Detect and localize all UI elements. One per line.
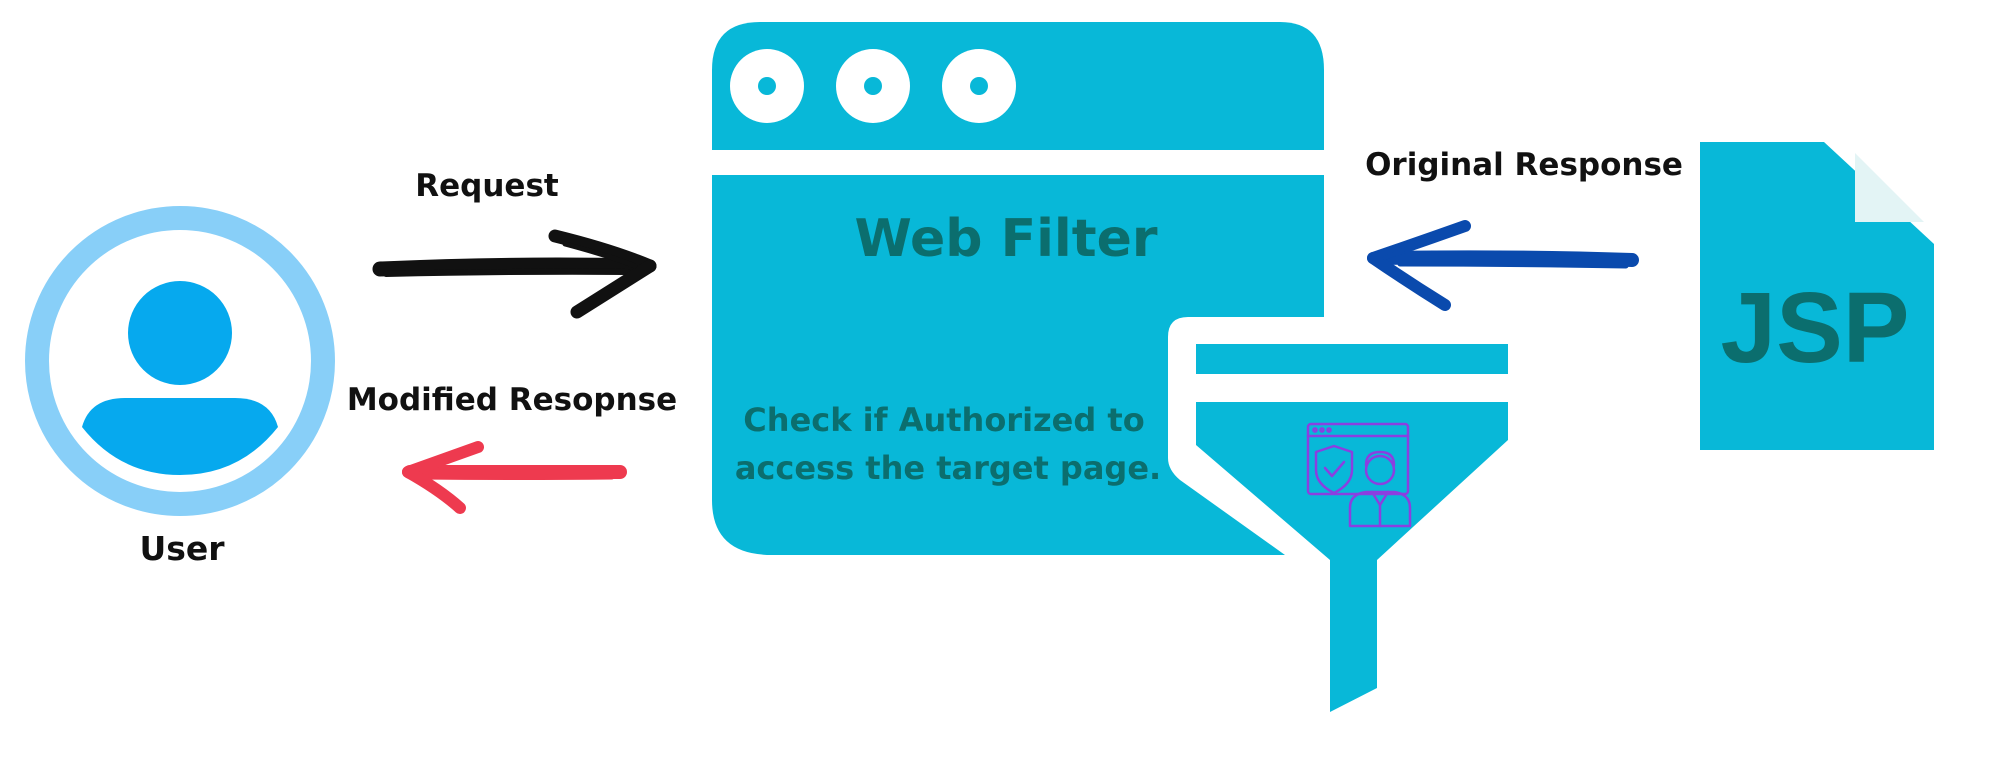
modified-response-label: Modified Resopnse bbox=[347, 382, 677, 418]
browser-window-icon bbox=[712, 22, 1324, 555]
funnel-body bbox=[1196, 402, 1508, 712]
funnel-rim bbox=[1196, 344, 1508, 374]
user-avatar-ring bbox=[25, 206, 335, 516]
user-avatar-head bbox=[128, 281, 232, 385]
browser-body bbox=[712, 175, 1324, 555]
authorization-check-line-1: Check if Authorized to bbox=[743, 401, 1144, 439]
user-avatar-body bbox=[82, 398, 278, 475]
window-control-dot-1 bbox=[730, 49, 804, 123]
request-label: Request bbox=[415, 168, 559, 204]
funnel-icon bbox=[1196, 344, 1508, 712]
authorized-person-shield-icon bbox=[1306, 422, 1412, 528]
request-arrow bbox=[372, 229, 657, 319]
jsp-file-icon bbox=[1700, 142, 1934, 450]
file-fold bbox=[1855, 153, 1924, 222]
window-control-dot-2 bbox=[836, 49, 910, 123]
original-response-arrow bbox=[1367, 220, 1639, 311]
jsp-label: JSP bbox=[1720, 272, 1909, 384]
window-control-dot-3 bbox=[942, 49, 1016, 123]
user-icon bbox=[25, 206, 335, 516]
authorization-check-line-2: access the target page. bbox=[735, 449, 1161, 487]
original-response-label: Original Response bbox=[1365, 147, 1683, 183]
web-filter-title: Web Filter bbox=[854, 209, 1157, 269]
modified-response-arrow bbox=[402, 441, 627, 514]
user-label: User bbox=[139, 529, 225, 568]
